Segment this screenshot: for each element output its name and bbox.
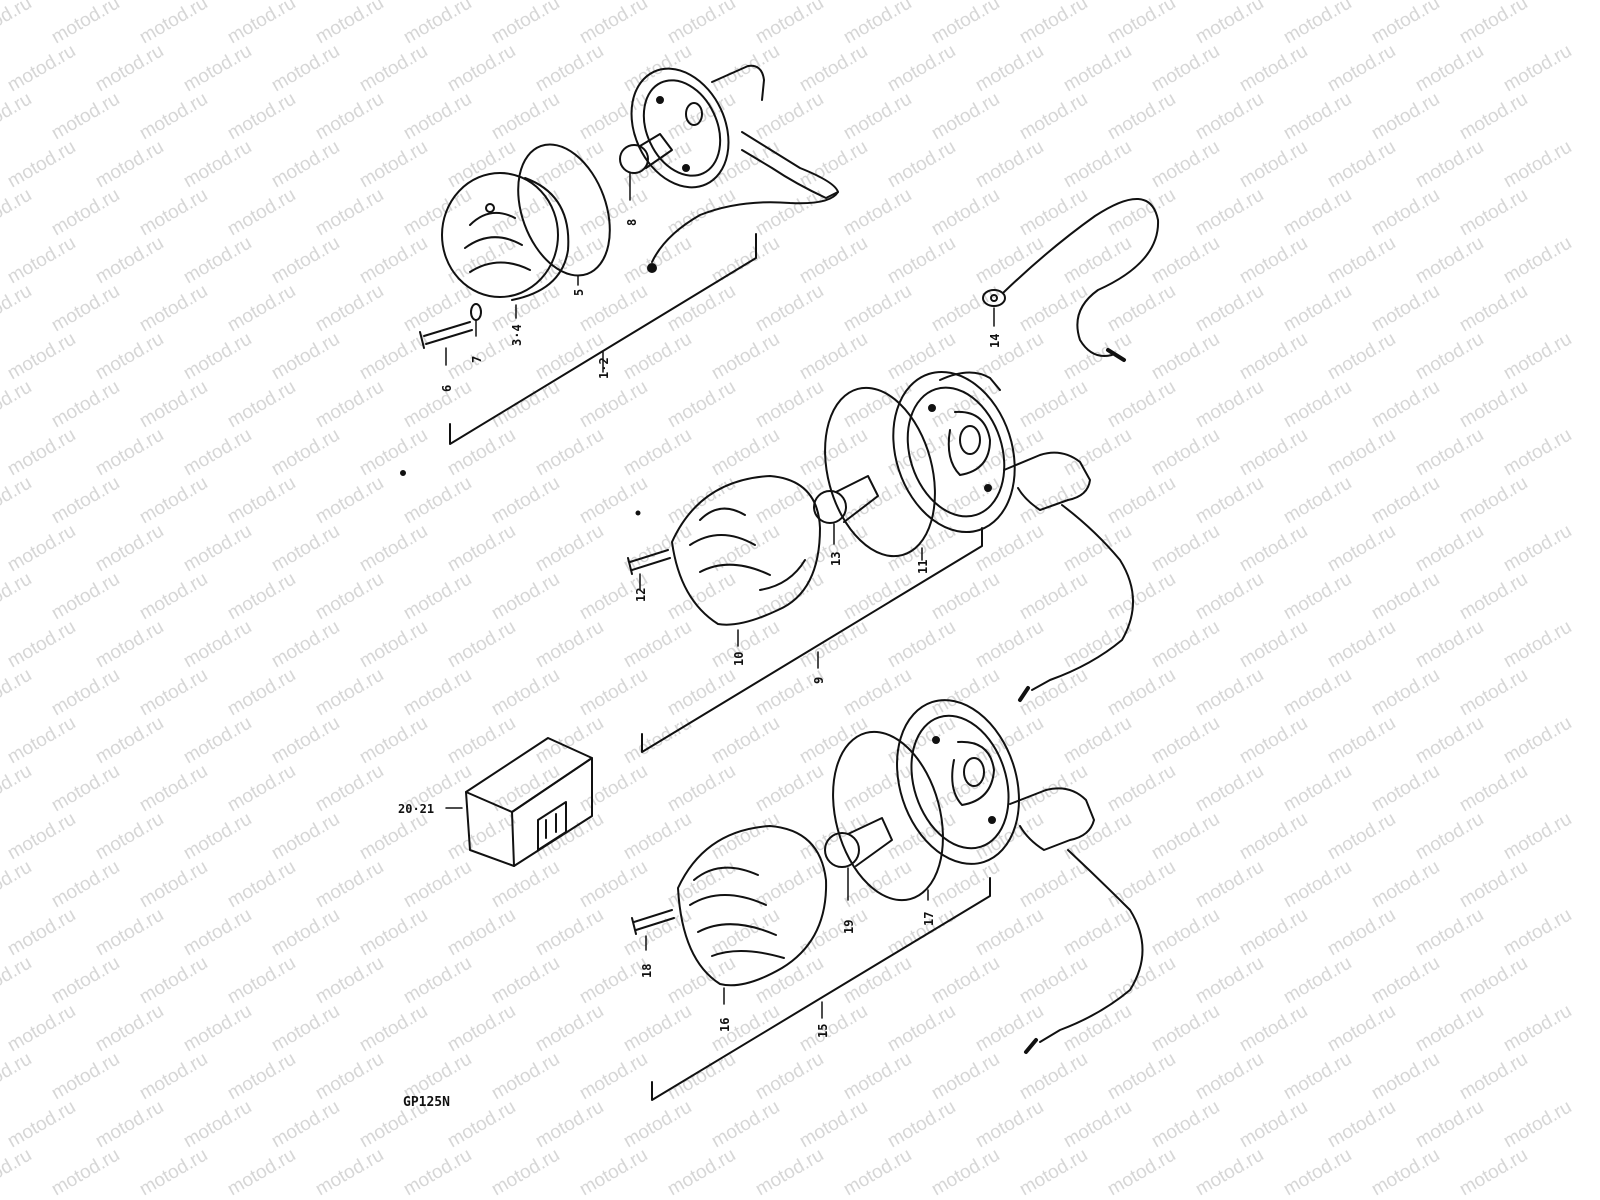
lens-16: [677, 825, 828, 987]
gasket-ring-17: [832, 730, 944, 902]
callout-7: 7: [470, 356, 484, 363]
gasket-ring-11: [824, 386, 936, 558]
callout-8: 8: [625, 219, 639, 226]
stray-dot: [635, 510, 641, 516]
bulb-8: [619, 133, 673, 174]
bulb-13: [813, 475, 879, 524]
screw-18: [631, 909, 675, 935]
lens-10: [671, 475, 821, 626]
callout-13: 13: [829, 552, 843, 566]
washer-7: [470, 303, 482, 321]
bracket-1-2: [449, 233, 757, 445]
callout-15: 15: [816, 1024, 830, 1038]
housing-9: [892, 370, 1091, 534]
callout-20-21: 20·21: [398, 802, 434, 816]
relay-20-21: [445, 737, 593, 867]
gasket-ring-5: [517, 143, 611, 277]
callout-9: 9: [812, 677, 826, 684]
bulb-19: [824, 817, 893, 868]
callout-10: 10: [732, 652, 746, 666]
callout-11: 11: [916, 560, 930, 574]
callout-12: 12: [634, 588, 648, 602]
callout-14: 14: [988, 334, 1002, 348]
lens-3-4: [441, 172, 570, 301]
assembly-rear-turn-signal-15: [631, 699, 1144, 1101]
wire-harness-14: [982, 198, 1160, 362]
bracket-15: [651, 877, 991, 1101]
wire-connector-1: [647, 263, 657, 273]
callout-16: 16: [718, 1018, 732, 1032]
bracket-9: [641, 527, 983, 753]
wire-1: [651, 191, 839, 263]
wire-15: [1039, 849, 1144, 1043]
screw-12: [627, 549, 671, 575]
stray-dot: [400, 470, 406, 476]
callout-3-4: 3·4: [510, 324, 524, 346]
callout-17: 17: [922, 912, 936, 926]
callout-5: 5: [572, 289, 586, 296]
callout-19: 19: [842, 920, 856, 934]
assembly-front-turn-signal: [419, 64, 839, 445]
callout-1-2: 1·2: [597, 357, 611, 379]
housing-1: [630, 64, 839, 199]
diagram-code-label: GP125N: [403, 1095, 450, 1110]
wire-9: [1031, 504, 1134, 691]
housing-15: [896, 699, 1095, 865]
assembly-rear-turn-signal-9: [627, 370, 1134, 753]
callout-6: 6: [440, 385, 454, 392]
callout-18: 18: [640, 964, 654, 978]
screw-6: [419, 321, 473, 349]
